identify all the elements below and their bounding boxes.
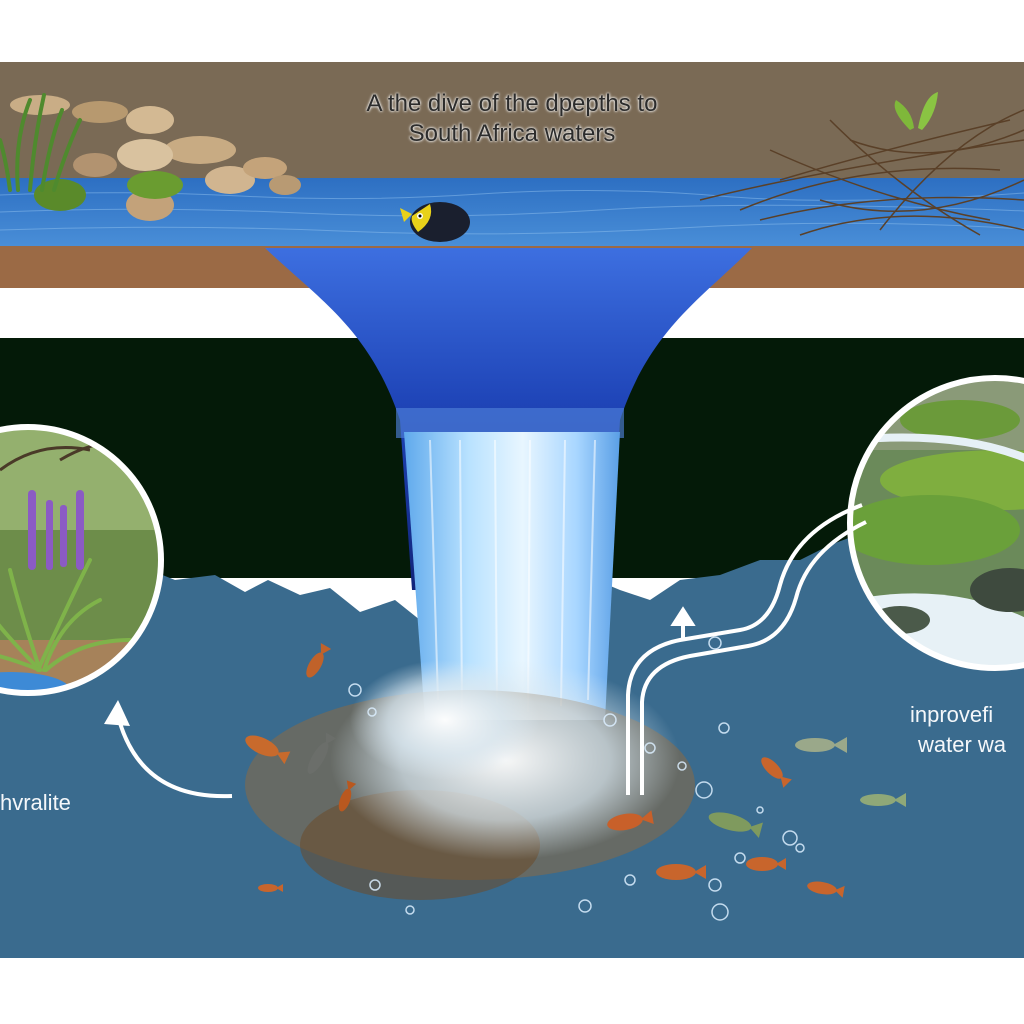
bubbles <box>348 636 805 921</box>
fish-icon <box>338 780 357 812</box>
fish-icon <box>807 881 845 898</box>
right-caption-line-2: water wa <box>918 732 1007 757</box>
yellow-black-fish-icon <box>400 202 470 242</box>
left-caption: hvralite <box>0 790 71 815</box>
fish-icon <box>708 812 763 839</box>
fish-icon <box>307 732 337 774</box>
fish-icon <box>761 757 792 788</box>
fish-icon <box>607 810 654 831</box>
right-shore-twigs <box>699 109 1024 236</box>
fish-icon <box>306 642 332 678</box>
fish-icon <box>656 864 706 880</box>
left-shore-rocks <box>10 95 301 221</box>
fish-icon <box>258 884 283 892</box>
waterfall <box>404 432 620 720</box>
fish-school <box>245 642 906 898</box>
splash-foam-upper <box>350 660 540 780</box>
pipe-arrow-icon <box>626 503 867 795</box>
fish-icon <box>860 793 906 807</box>
right-sprout <box>894 92 938 130</box>
left-grass <box>0 93 82 192</box>
title-line-2: South Africa waters <box>408 120 616 147</box>
fish-icon <box>245 735 291 765</box>
curved-arrow-icon <box>104 700 233 799</box>
fish-icon <box>795 737 847 753</box>
fish-icon <box>746 857 786 871</box>
right-caption-line-1: inprovefi <box>910 702 994 727</box>
title-line-1: A the dive of the dpepths to <box>366 90 658 117</box>
